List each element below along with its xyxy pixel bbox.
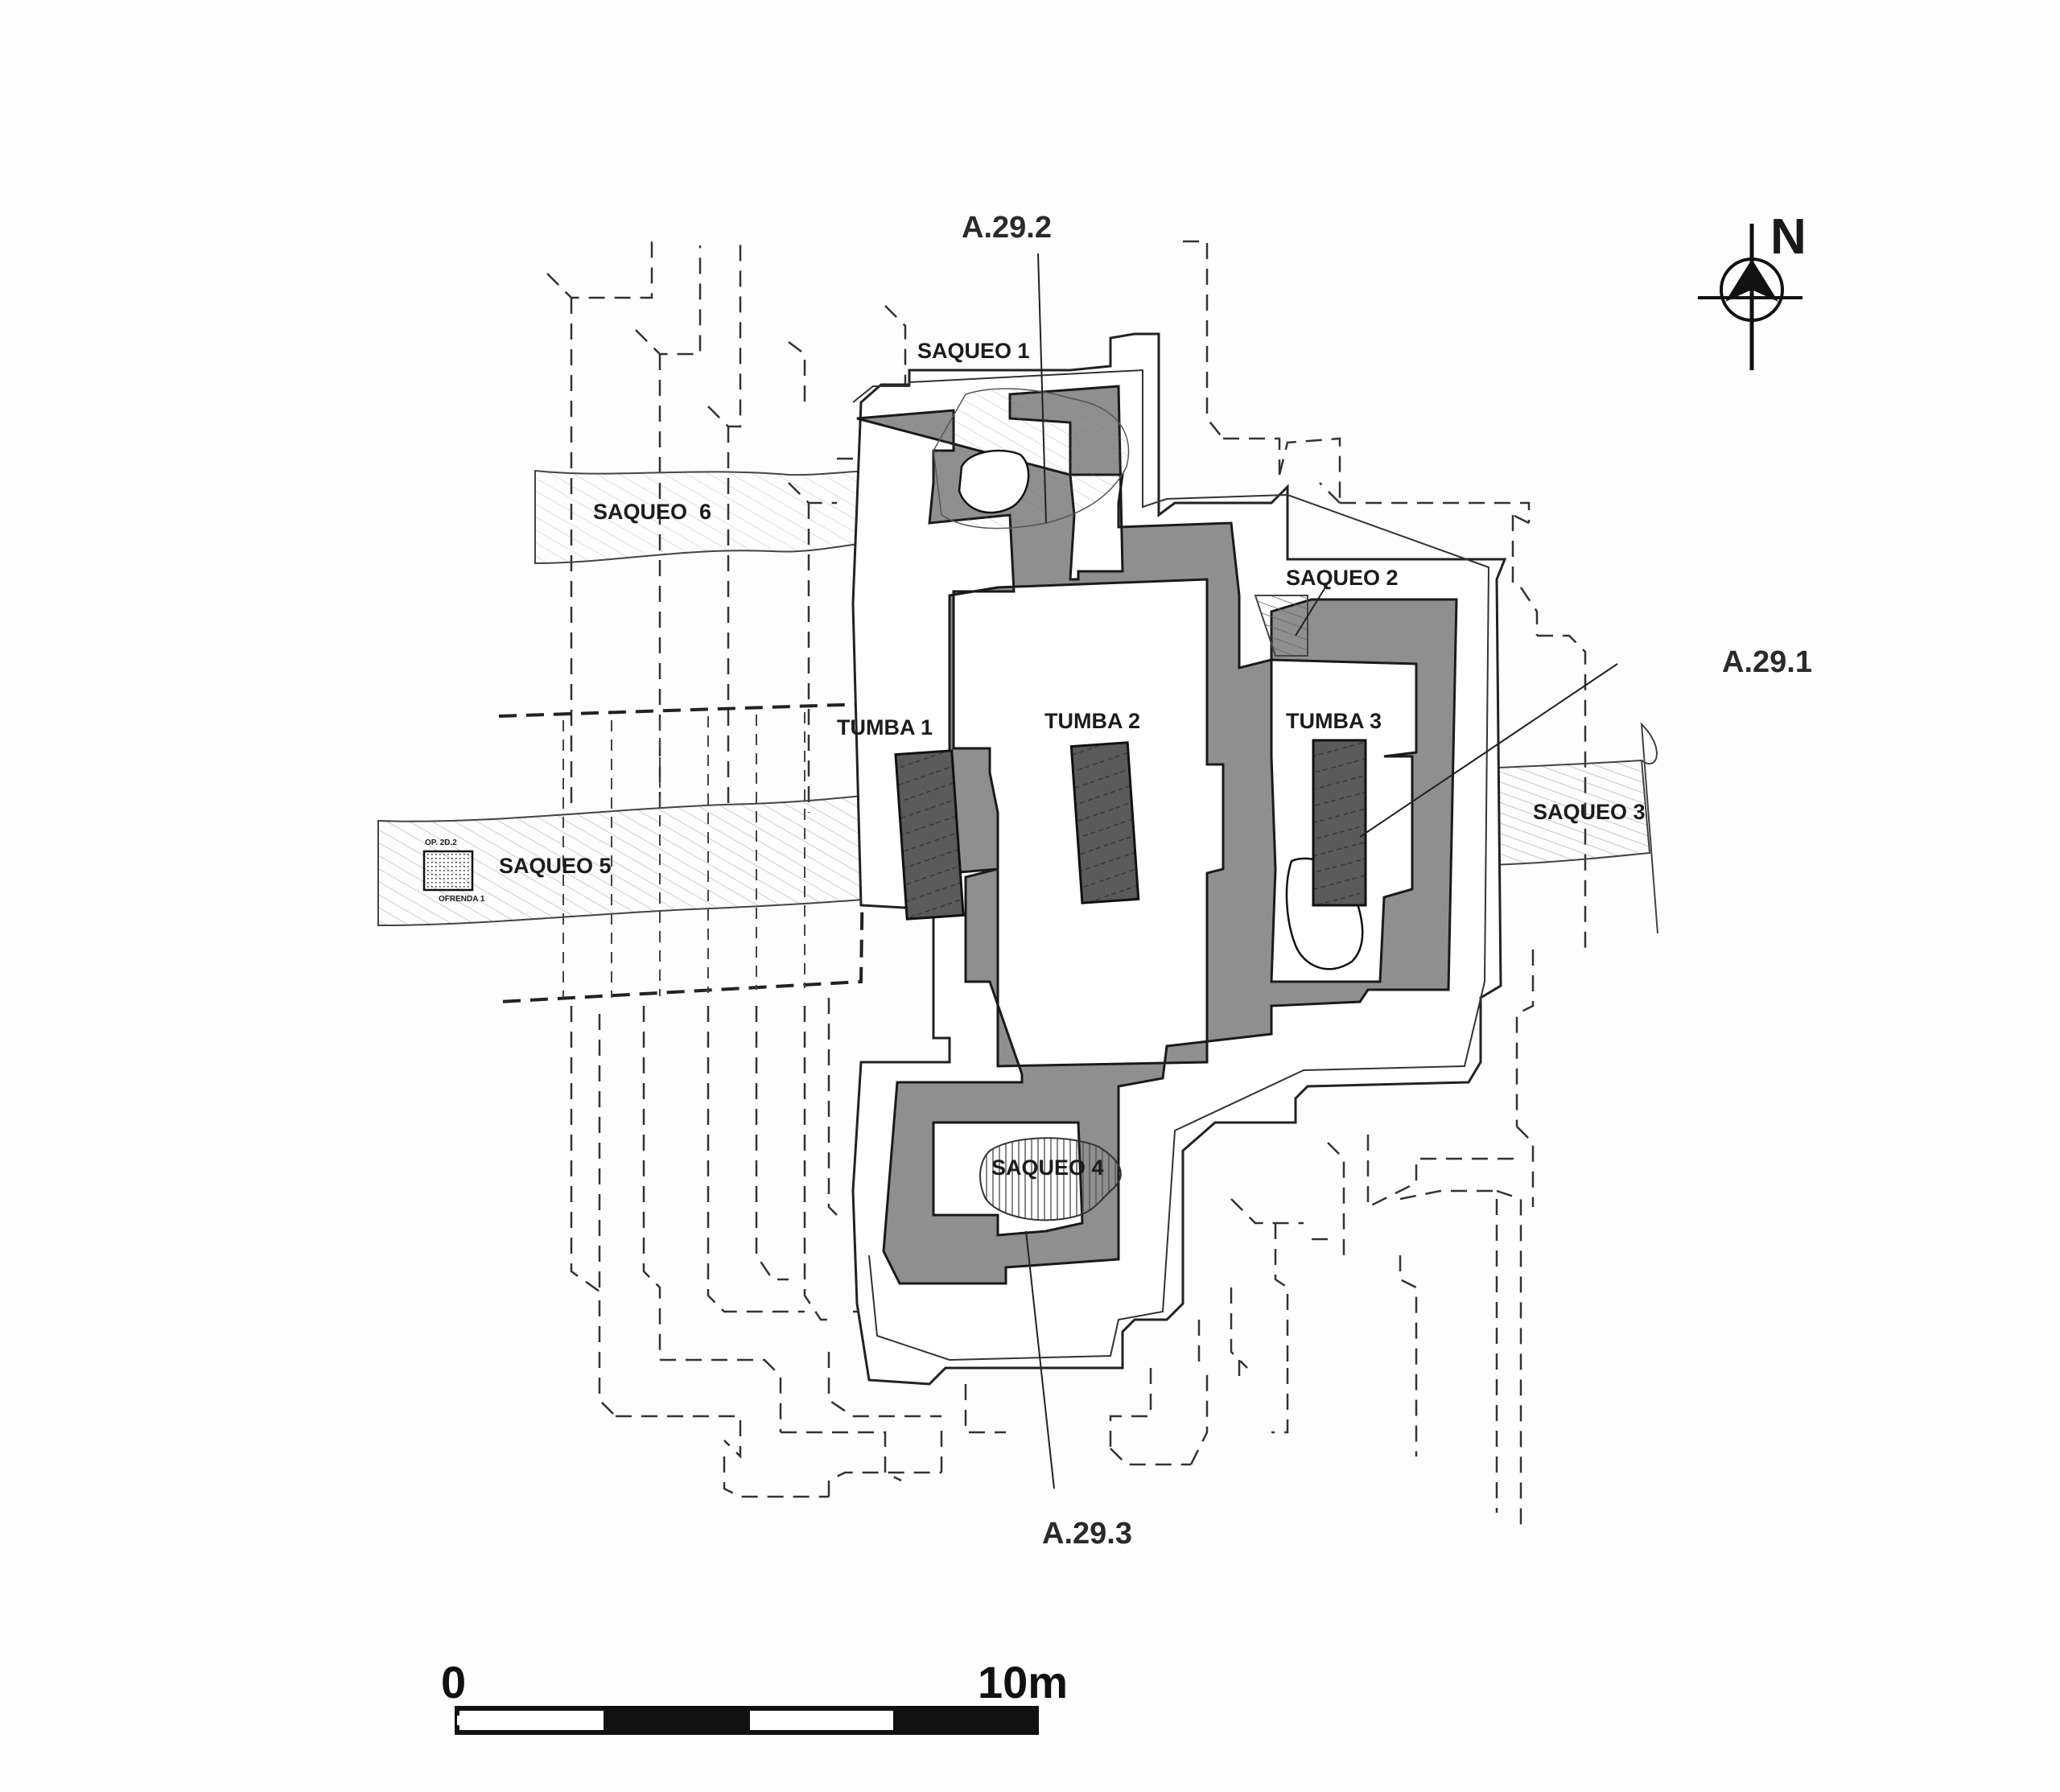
scale-bar: 0 10m xyxy=(441,1657,1068,1735)
section-a29-1-label: A.29.1 xyxy=(1722,645,1812,679)
scale-start-label: 0 xyxy=(441,1657,466,1708)
saqueo-2-leader xyxy=(1295,583,1329,636)
section-a29-3-label: A.29.3 xyxy=(1042,1517,1132,1551)
tumba-2-tomb xyxy=(1069,741,1140,904)
tumba-3-label: TUMBA 3 xyxy=(1286,709,1382,733)
saqueo-2-label: SAQUEO 2 xyxy=(1286,566,1399,590)
section-line-a29-1 xyxy=(1359,663,1618,838)
scale-end-label: 10m xyxy=(978,1657,1068,1708)
tumba-1-label: TUMBA 1 xyxy=(837,715,933,739)
platform-inner-wall xyxy=(852,369,1490,1362)
saqueo-4-pit xyxy=(979,1137,1122,1221)
terrace-dashed-lines xyxy=(546,240,1587,1529)
section-line-a29-2 xyxy=(1037,253,1047,524)
saqueo-6-label: SAQUEO 6 xyxy=(593,500,711,524)
op-2d2-label: OP. 2D.2 xyxy=(425,838,457,847)
saqueo-4-label: SAQUEO 4 xyxy=(991,1156,1104,1180)
tumba-3-tomb xyxy=(1312,739,1367,907)
saqueo-1-pit xyxy=(958,449,1030,514)
saqueo-5-label: SAQUEO 5 xyxy=(499,854,612,878)
ofrenda-1-label: OFRENDA 1 xyxy=(439,895,485,904)
north-label: N xyxy=(1770,209,1807,265)
tumba-1-tomb xyxy=(894,749,965,921)
north-arrow: N xyxy=(1698,209,1807,370)
section-a29-2-label: A.29.2 xyxy=(962,211,1052,245)
saqueo-3-outer xyxy=(1640,722,1658,934)
ofrenda-1-marker xyxy=(422,850,474,892)
section-lines xyxy=(1025,253,1618,1489)
saqueo-1-label: SAQUEO 1 xyxy=(917,339,1030,363)
saqueo-3-label: SAQUEO 3 xyxy=(1533,800,1646,824)
tumba-2-label: TUMBA 2 xyxy=(1044,709,1140,733)
saqueo-2-area xyxy=(1254,595,1308,657)
saqueo-5-ticks xyxy=(562,712,805,998)
north-arrow-icon xyxy=(1725,259,1778,302)
section-line-a29-3 xyxy=(1025,1230,1055,1489)
